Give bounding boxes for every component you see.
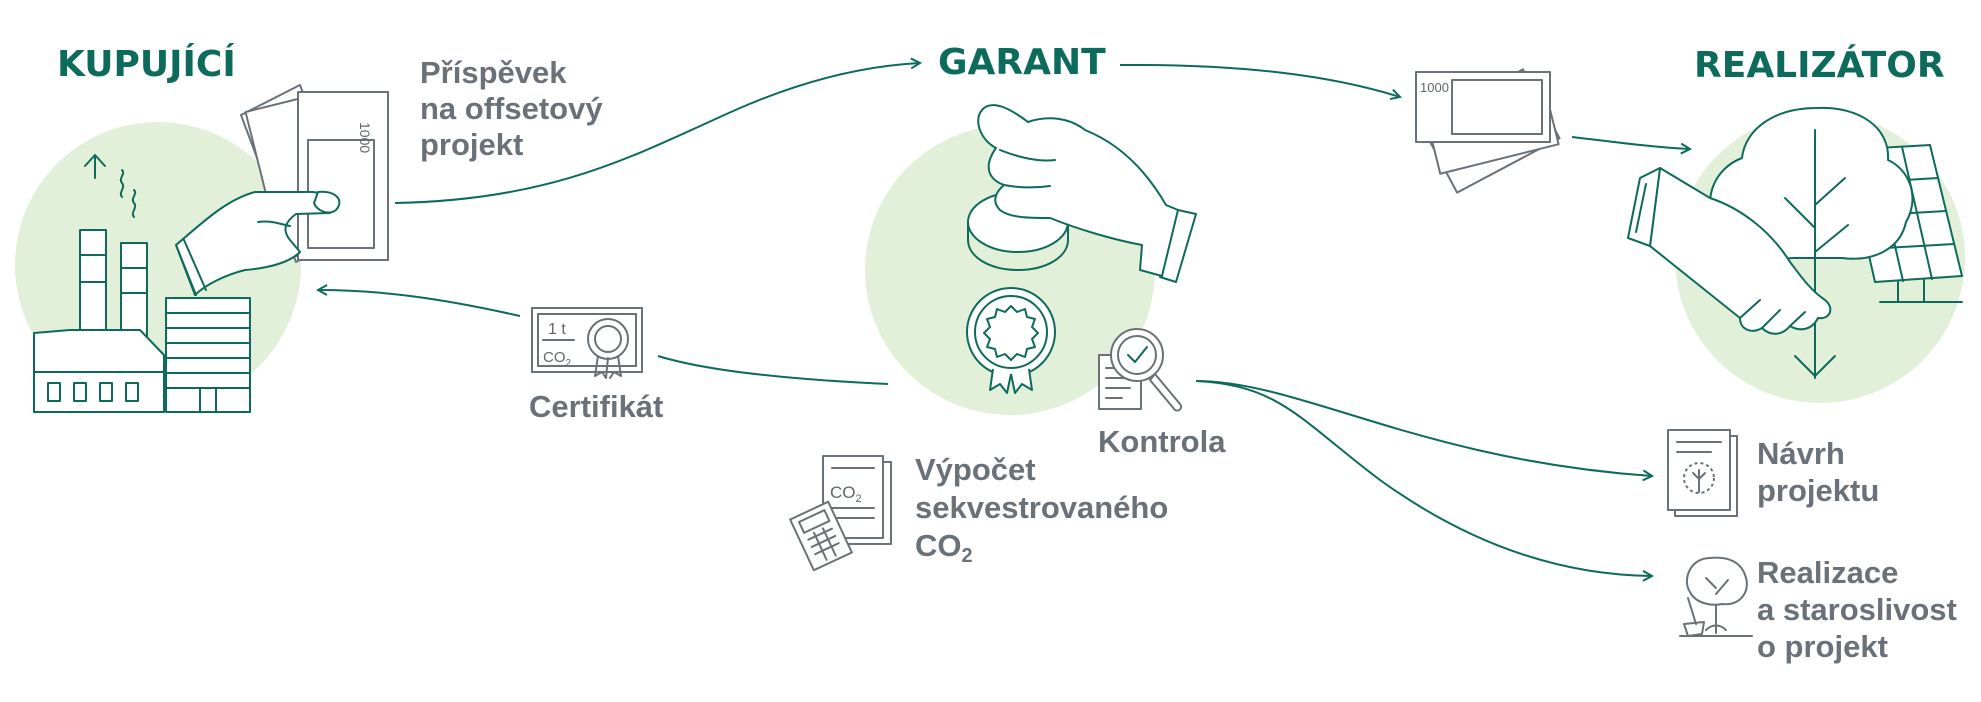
- certificate-label: Certifikát: [529, 389, 663, 424]
- implementer-title: REALIZÁTOR: [1694, 44, 1945, 86]
- stamp-hand-icon: [967, 104, 1197, 283]
- realization-label: Realizace a staroslivost o projekt: [1757, 555, 1966, 664]
- rosette-icon: [966, 287, 1056, 394]
- control-label: Kontrola: [1098, 424, 1226, 459]
- certificate-unit: CO2: [543, 349, 572, 369]
- certificate-amount: 1 t: [548, 321, 566, 338]
- arrow-guarantor-certificate: [657, 355, 889, 385]
- arrow-guarantor-money: [1119, 63, 1400, 97]
- design-doc-icon: [1667, 429, 1738, 517]
- banknotes-icon: 1000: [1415, 68, 1561, 194]
- arrow-control-realization: [1195, 380, 1652, 576]
- certificate-icon: 1 t CO2: [531, 307, 643, 379]
- arrow-certificate-buyer: [318, 290, 521, 317]
- buyer-title: KUPUJÍCÍ: [57, 43, 236, 85]
- arrow-control-design: [1195, 380, 1652, 476]
- arrow-contribution: [394, 63, 920, 204]
- calculation-doc-text: CO2: [830, 483, 862, 505]
- tree-solar-handshake-icon: [1627, 106, 1963, 379]
- arrow-money-implementer: [1571, 136, 1690, 149]
- hand-banknotes-icon: 1000: [175, 84, 389, 296]
- banknote-value-2: 1000: [1420, 80, 1449, 95]
- design-label: Návrh projektu: [1757, 436, 1879, 508]
- magnifier-icon: [1098, 328, 1183, 412]
- banknote-value: 1000: [357, 122, 373, 153]
- factory-icon: [33, 154, 251, 413]
- calculation-label: Výpočet sekvestrovaného CO2: [915, 452, 1177, 567]
- guarantor-title: GARANT: [938, 42, 1106, 83]
- realization-icon: [1679, 556, 1753, 637]
- calculation-icon: CO2: [789, 455, 892, 572]
- contribution-label: Příspěvek na offsetový projekt: [420, 55, 611, 162]
